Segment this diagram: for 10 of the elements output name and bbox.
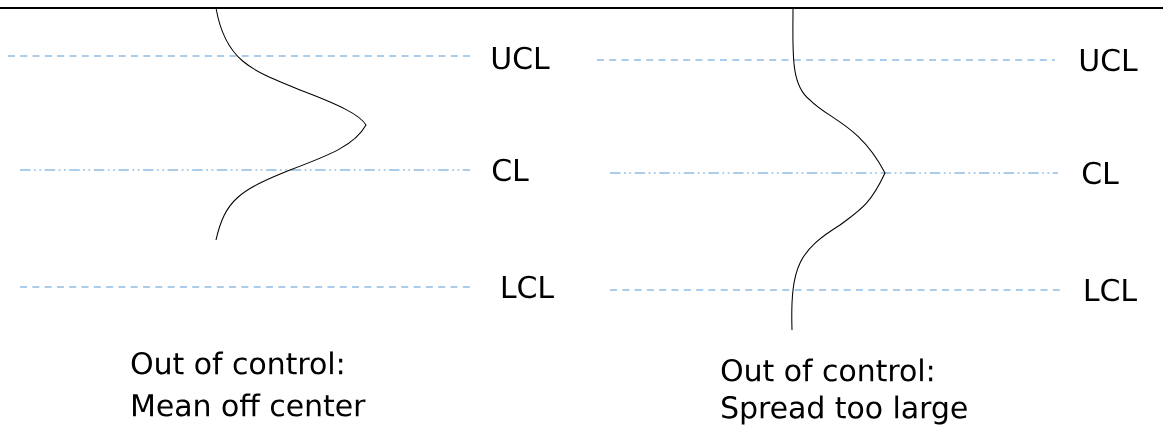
limit-label: UCL xyxy=(1080,48,1138,72)
caption-text: Out of control: xyxy=(131,351,343,375)
caption-text: Spread too large xyxy=(722,395,967,425)
caption-text: Mean off center xyxy=(133,393,366,417)
limit-label: LCL xyxy=(502,275,554,299)
limit-label: CL xyxy=(1082,161,1119,185)
limit-label: CL xyxy=(492,158,529,182)
limit-label: LCL xyxy=(1085,278,1137,302)
caption-text: Out of control: xyxy=(721,358,933,382)
limit-label: UCL xyxy=(492,46,550,70)
